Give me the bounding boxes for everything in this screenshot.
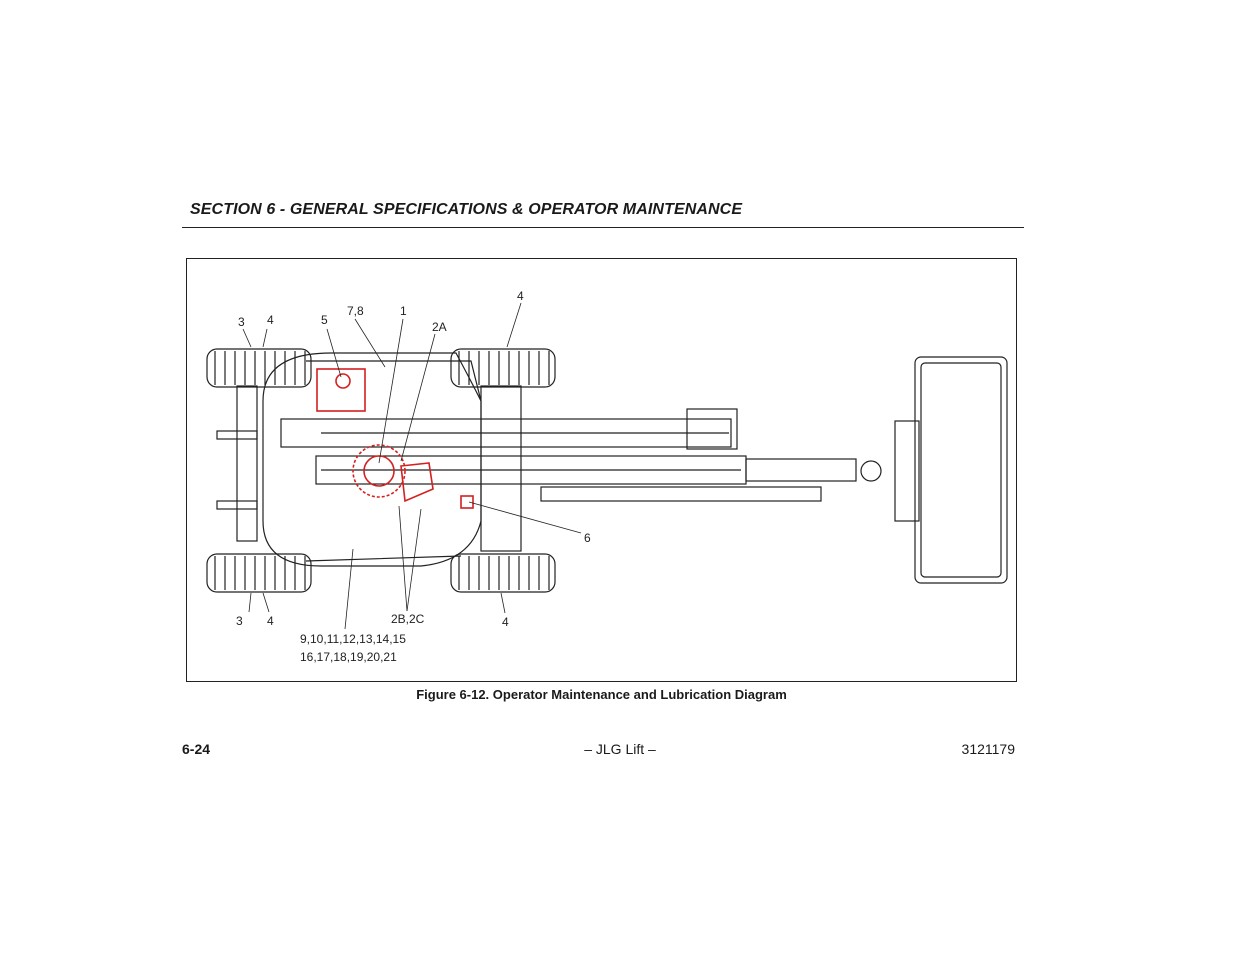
turntable-edge (305, 360, 482, 562)
callout-5: 5 (321, 313, 328, 327)
callout-3-bottom: 3 (236, 614, 243, 628)
section-title: SECTION 6 - GENERAL SPECIFICATIONS & OPE… (190, 201, 743, 218)
callout-3-top: 3 (238, 315, 245, 329)
callout-4-bottom-right: 4 (502, 615, 509, 629)
highlight-swing-bearing-inner (363, 455, 395, 487)
axle-stub-bottom (216, 500, 258, 510)
platform-outline (914, 356, 1008, 584)
chassis-rail-left (236, 385, 258, 542)
callout-1: 1 (400, 304, 407, 318)
callout-2a: 2A (432, 320, 447, 334)
boom-knuckle (686, 408, 738, 450)
tread-bottom-left (214, 556, 306, 590)
page-number: 6-24 (182, 741, 211, 757)
callout-4-top-right: 4 (517, 289, 524, 303)
figure-frame: 3 4 5 7,8 1 2A 4 6 3 4 2B,2C 4 9,10,11,1… (186, 258, 1017, 682)
boom-upper-section (280, 418, 732, 448)
header-rule (182, 227, 1024, 228)
tire-group (206, 348, 556, 593)
tire-bottom-right (450, 553, 556, 593)
footer-center-text: – JLG Lift – (584, 741, 656, 757)
tire-bottom-left (206, 553, 312, 593)
boom-fly-section (745, 458, 857, 482)
callout-2b-2c: 2B,2C (391, 612, 425, 626)
platform-inner (920, 362, 1002, 578)
tire-top-left (206, 348, 312, 388)
callout-16-21: 16,17,18,19,20,21 (300, 650, 397, 664)
highlight-hub (460, 495, 474, 509)
axle-stub-top (216, 430, 258, 440)
tire-top-right (450, 348, 556, 388)
callout-6: 6 (584, 531, 591, 545)
highlight-filter (335, 373, 351, 389)
callout-4-top-left: 4 (267, 313, 274, 327)
chassis-rail-right (480, 385, 522, 552)
callout-9-15: 9,10,11,12,13,14,15 (300, 632, 406, 646)
document-number: 3121179 (961, 741, 1015, 757)
figure-caption: Figure 6-12. Operator Maintenance and Lu… (416, 687, 787, 702)
tread-bottom-right (458, 556, 550, 590)
turntable-outline (262, 352, 482, 567)
platform-mount (894, 420, 920, 522)
boom-lower-section (540, 486, 822, 502)
lubrication-diagram: 3 4 5 7,8 1 2A 4 6 3 4 2B,2C 4 9,10,11,1… (206, 289, 1008, 664)
callout-4-bottom-left: 4 (267, 614, 274, 628)
tread-top-left (214, 351, 306, 385)
callout-7-8: 7,8 (347, 304, 364, 318)
highlight-swing-bearing (352, 444, 406, 498)
jib-pivot (860, 460, 882, 482)
highlight-box-reservoir (316, 368, 366, 412)
tread-top-right (458, 351, 550, 385)
highlight-swing-drive (400, 462, 434, 503)
